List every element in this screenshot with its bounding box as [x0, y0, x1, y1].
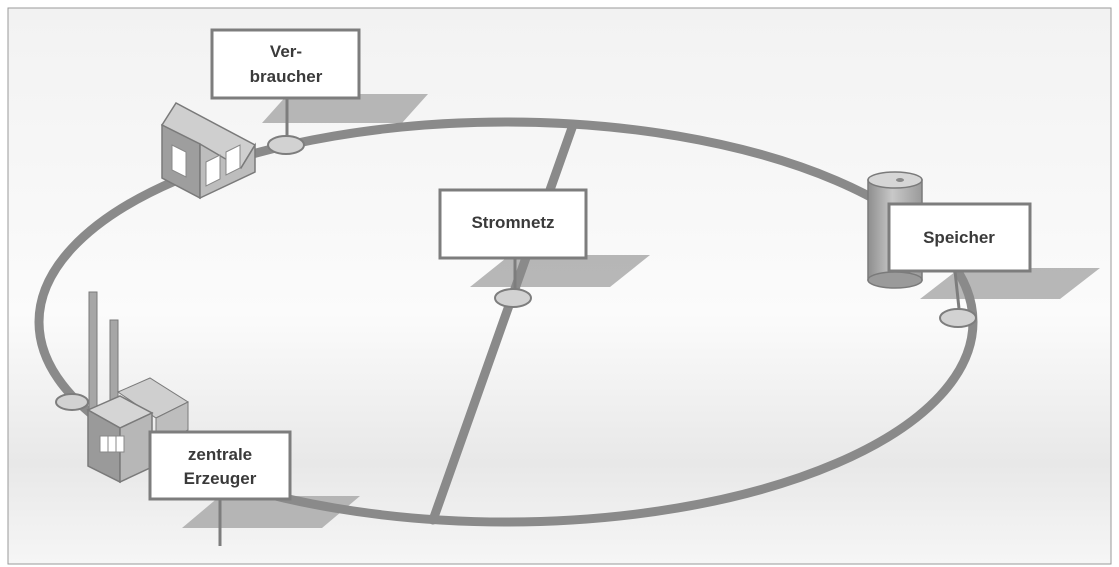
consumer-label-shadow	[262, 94, 428, 123]
consumer-label-line1: Ver-	[270, 42, 302, 61]
producer-label: zentrale Erzeuger	[148, 430, 292, 501]
consumer-node	[267, 135, 305, 155]
house-icon	[160, 102, 257, 200]
producer-node	[55, 393, 89, 411]
grid-label-box	[438, 188, 588, 260]
storage-label-text: Speicher	[923, 228, 995, 247]
storage-label: Speicher	[887, 202, 1032, 273]
grid-label-text: Stromnetz	[471, 213, 554, 232]
connection-nodes	[55, 135, 977, 411]
grid-label: Stromnetz	[438, 188, 588, 260]
producer-label-line2: Erzeuger	[184, 469, 257, 488]
storage-node	[939, 308, 977, 328]
consumer-label-box	[210, 28, 361, 100]
consumer-label: Ver- braucher	[210, 28, 361, 100]
storage-label-box	[887, 202, 1032, 273]
grid-node	[494, 288, 532, 308]
producer-label-line1: zentrale	[188, 445, 252, 464]
consumer-label-line2: braucher	[250, 67, 323, 86]
producer-label-box	[148, 430, 292, 501]
